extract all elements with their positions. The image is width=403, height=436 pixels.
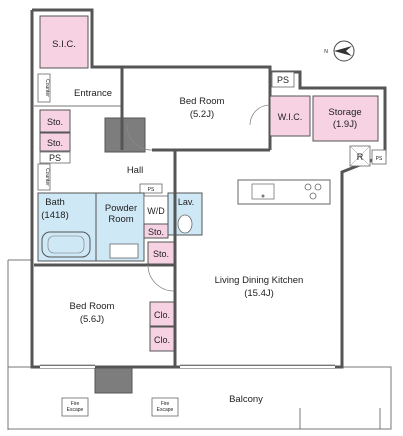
ps-right-label: PS — [376, 156, 383, 162]
fire2b-label: Escape — [157, 407, 174, 413]
fire2-label: Fire — [161, 401, 170, 407]
bathtub — [41, 231, 91, 258]
sto-mid-label: Sto. — [148, 227, 164, 237]
balcony-label: Balcony — [229, 394, 263, 405]
counter-mid-label: Counter — [44, 168, 50, 186]
ps-mid-label: PS — [148, 187, 155, 193]
ps-left-label: PS — [49, 153, 61, 163]
powder-name: Powder — [105, 203, 137, 214]
bedroom1-name: Bed Room — [180, 96, 225, 107]
storage-mid — [143, 223, 169, 239]
column-upper — [104, 117, 146, 153]
sto-left-1-label: Sto. — [47, 117, 63, 127]
bedroom1-size: (5.2J) — [190, 109, 214, 120]
washbasin — [109, 243, 139, 259]
clo2-label: Clo. — [154, 335, 170, 345]
column-lower — [94, 367, 133, 394]
entrance-label: Entrance — [74, 88, 112, 99]
storage-left-2 — [39, 132, 71, 152]
fire-escape-2 — [151, 397, 179, 417]
clo1-label: Clo. — [154, 310, 170, 320]
storage-left-1 — [39, 109, 71, 133]
fire1b-label: Escape — [67, 407, 84, 413]
kitchen-sink — [251, 183, 275, 200]
sic-closet — [39, 15, 89, 69]
storage-room — [312, 95, 379, 142]
sto-left-2-label: Sto. — [47, 138, 63, 148]
powder-name2: Room — [108, 214, 133, 225]
wic-closet — [269, 95, 311, 137]
toilet — [177, 214, 193, 234]
ps-top-label: PS — [277, 75, 289, 85]
fire1-label: Fire — [71, 401, 80, 407]
storage-size: (1.9J) — [333, 119, 357, 130]
fire-escape-1 — [61, 397, 89, 417]
hall-label: Hall — [127, 165, 143, 176]
wd-label: W/D — [147, 206, 165, 216]
bedroom2-name: Bed Room — [70, 301, 115, 312]
ldk-name: Living Dining Kitchen — [215, 275, 304, 286]
north-label: N — [324, 49, 328, 55]
sic-label: S.I.C. — [52, 39, 76, 50]
north-arrow-icon — [333, 40, 355, 62]
bath-size: (1418) — [41, 210, 68, 221]
storage-name: Storage — [328, 107, 361, 118]
ldk-size: (15.4J) — [244, 288, 274, 299]
wic-label: W.I.C. — [278, 112, 303, 122]
stove-icon — [304, 183, 322, 200]
bath-name: Bath — [45, 197, 65, 208]
r-label: R — [357, 152, 364, 162]
counter-top-label: Counter — [44, 79, 50, 97]
bedroom2-size: (5.6J) — [80, 314, 104, 325]
lav-label: Lav. — [178, 197, 194, 207]
closet-2 — [149, 326, 175, 352]
sto-low-label: Sto. — [153, 249, 169, 259]
closet-1 — [149, 301, 175, 327]
